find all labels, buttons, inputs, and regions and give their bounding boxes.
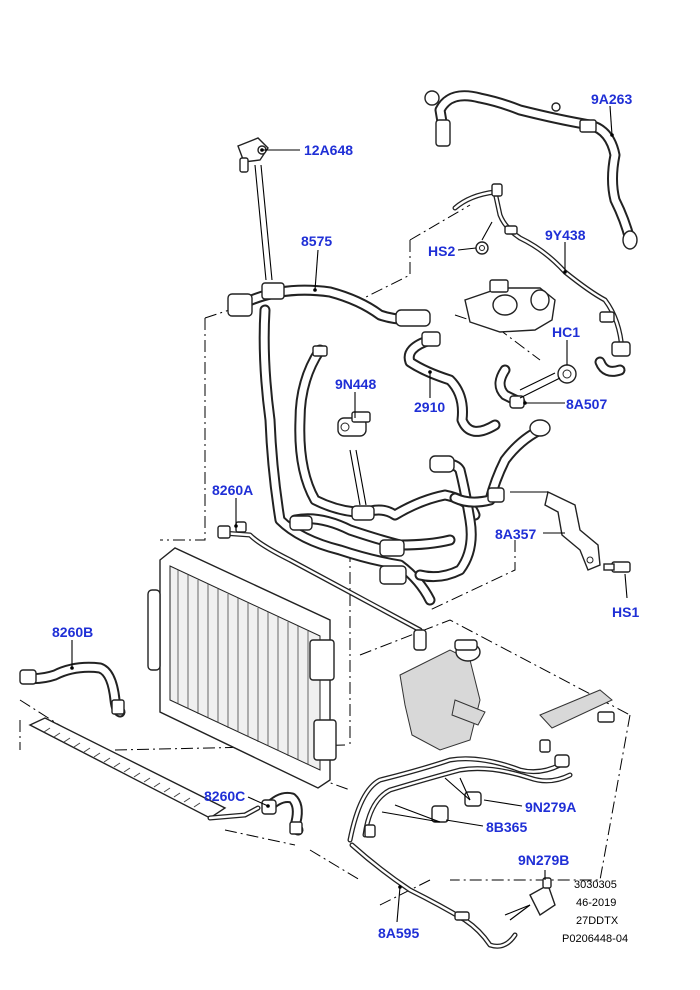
callout-8260B: 8260B <box>52 624 94 640</box>
clip-HS2 <box>475 241 489 255</box>
callout-9Y438: 9Y438 <box>545 227 586 243</box>
callout-9A263: 9A263 <box>591 91 633 107</box>
callout-8575: 8575 <box>301 233 333 249</box>
reference-number: 3030305 <box>574 879 617 891</box>
clamp-HC1 <box>557 364 577 384</box>
hose-8575 <box>227 282 431 327</box>
pipe-8260A <box>217 521 427 651</box>
temperature-sensor-12A648 <box>237 137 269 173</box>
leader-lines <box>70 105 628 923</box>
callout-HS2: HS2 <box>428 243 456 259</box>
hose-9A263 <box>424 90 638 250</box>
hose-9Y438 <box>452 183 631 377</box>
callout-9N448: 9N448 <box>335 376 377 392</box>
callout-9N279B: 9N279B <box>518 852 570 868</box>
connector-9N279B <box>529 877 556 917</box>
pipe-bundle-8A595 <box>347 689 615 949</box>
bracket-8A357 <box>544 490 601 571</box>
callout-HS1: HS1 <box>612 604 640 620</box>
callout-HC1: HC1 <box>552 324 581 340</box>
reference-date-code: 46-2019 <box>576 897 617 909</box>
connector-9N448 <box>337 411 371 437</box>
callout-8A357: 8A357 <box>495 526 537 542</box>
expansion-tank <box>399 639 486 751</box>
hose-8260C <box>261 792 304 836</box>
hose-2910 <box>403 331 501 437</box>
callout-8B365: 8B365 <box>486 819 528 835</box>
callout-8260A: 8260A <box>212 482 254 498</box>
reference-illustration-id: P0206448-04 <box>562 933 629 945</box>
callout-2910: 2910 <box>414 399 446 415</box>
reference-model-code: 27DDTX <box>576 915 619 927</box>
callout-12A648: 12A648 <box>304 142 354 158</box>
callout-8A507: 8A507 <box>566 396 608 412</box>
callout-8A595: 8A595 <box>378 925 420 941</box>
hose-assembly-main <box>258 304 551 606</box>
bolt-HS1 <box>603 561 631 573</box>
hose-8260B <box>19 661 126 718</box>
hose-8A507 <box>494 364 526 409</box>
radiator <box>147 547 337 789</box>
thermostat-housing <box>464 279 556 333</box>
callout-9N279A: 9N279A <box>525 799 577 815</box>
oil-cooler <box>28 717 261 821</box>
callout-8260C: 8260C <box>204 788 246 804</box>
